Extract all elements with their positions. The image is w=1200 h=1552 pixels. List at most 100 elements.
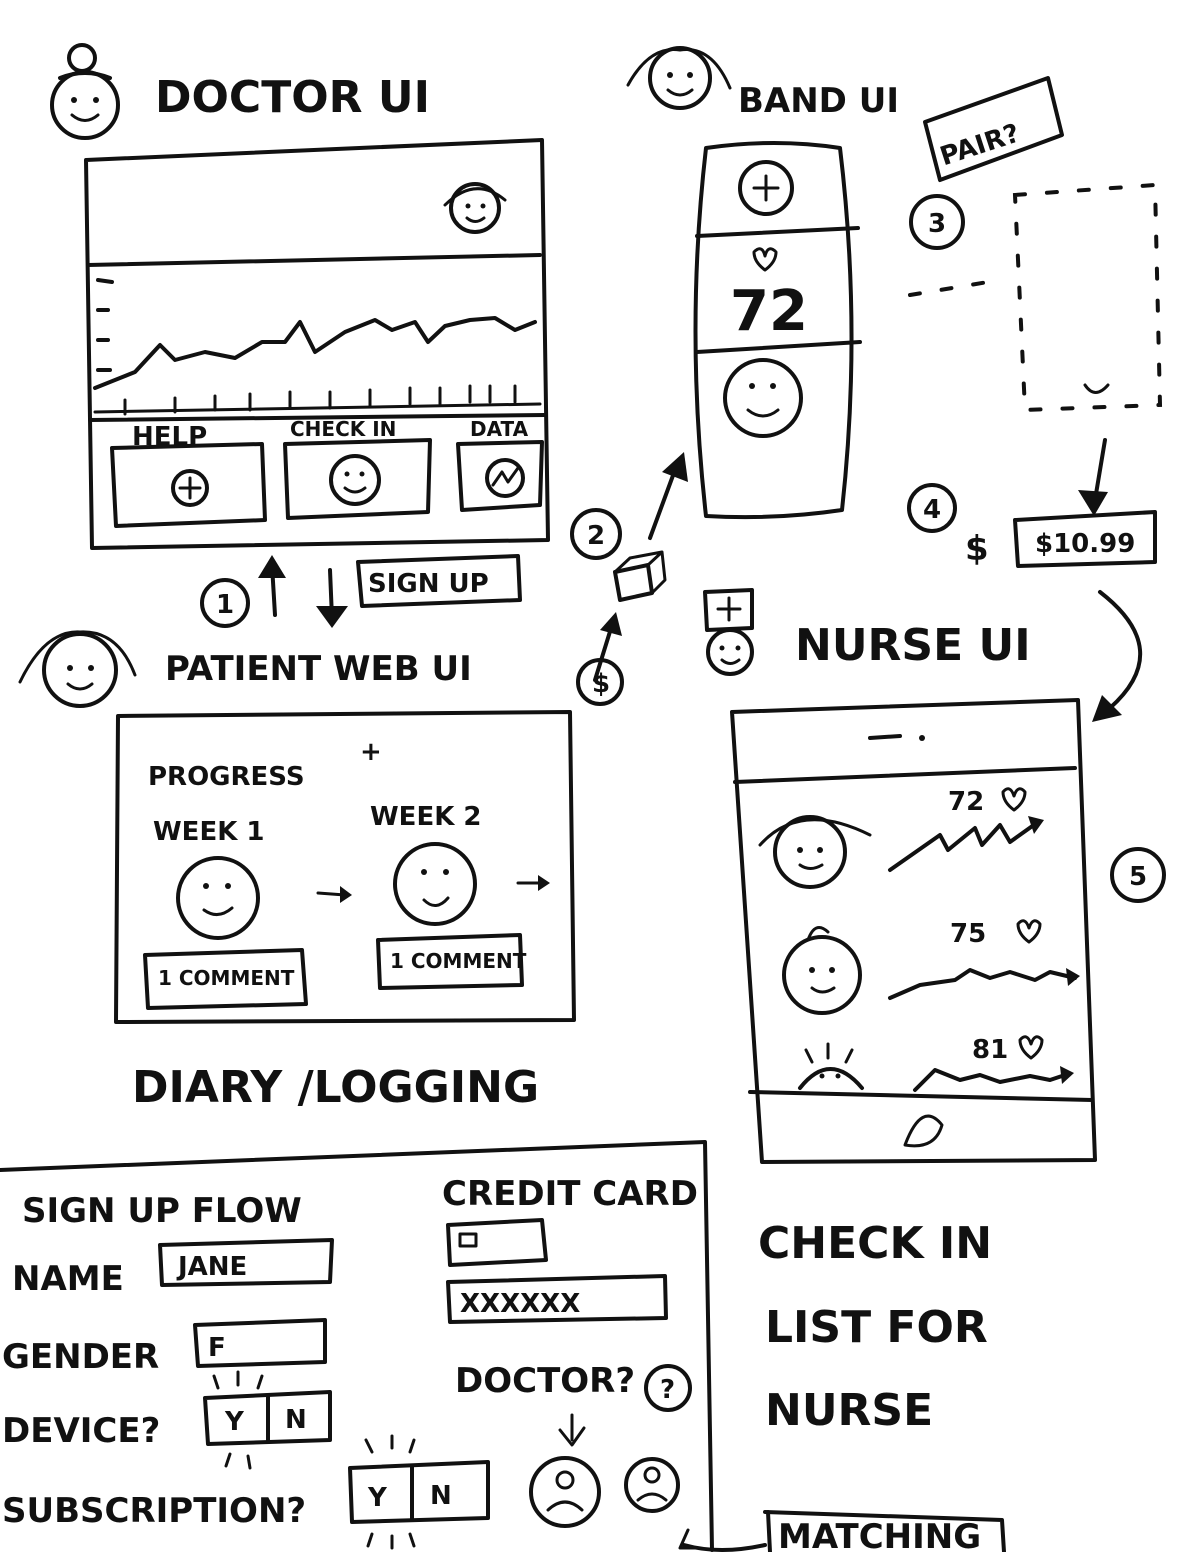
curved-arrow-to-nurse-icon	[1098, 590, 1143, 710]
patient-1-trend-line	[888, 820, 1040, 872]
doctor-data-button[interactable]: DATA	[456, 417, 544, 512]
arrow-down-icon	[558, 1413, 586, 1447]
step-5-number: 5	[1129, 862, 1147, 892]
progress-heading: PROGRESS	[148, 762, 305, 792]
device-label: DEVICE?	[2, 1411, 160, 1451]
device-yes-option[interactable]: Y	[224, 1407, 245, 1437]
gender-input[interactable]: F	[193, 1318, 327, 1368]
doctor-option-1-avatar-icon[interactable]	[529, 1456, 601, 1528]
week-2-comment-label: 1 COMMENT	[390, 949, 527, 973]
arrow-to-band-icon	[648, 468, 677, 540]
patient-1-rate: 72	[948, 787, 984, 817]
step-4-marker: 4	[907, 483, 957, 533]
step-2-marker: 2	[570, 508, 622, 560]
patient-avatar-icon	[18, 630, 137, 708]
patient-3-rate: 81	[972, 1035, 1008, 1065]
doctor-chart	[93, 278, 542, 416]
week-1-comment-button[interactable]: 1 COMMENT	[143, 948, 308, 1010]
patient-2-rate: 75	[950, 919, 986, 949]
doctor-avatar-icon	[50, 43, 120, 140]
sign-up-flow-section: SIGN UP FLOW NAME JANE GENDER F DEVICE? …	[0, 1140, 1006, 1552]
doctor-data-label: DATA	[470, 417, 529, 441]
name-input[interactable]: JANE	[158, 1238, 334, 1287]
nurse-note-line-3: NURSE	[765, 1385, 933, 1436]
gender-label: GENDER	[2, 1337, 159, 1377]
card-number-value: XXXXXX	[460, 1289, 580, 1319]
doctor-question-label: DOCTOR?	[455, 1361, 635, 1401]
band-user-avatar-icon	[626, 46, 732, 110]
week-2-comment-button[interactable]: 1 COMMENT	[376, 933, 527, 990]
step-3-marker: 3	[909, 194, 965, 250]
doctor-option-2-avatar-icon[interactable]	[624, 1457, 680, 1513]
band-device-frame	[693, 141, 862, 520]
week-1-comment-label: 1 COMMENT	[158, 966, 295, 990]
patient-web-ui-section: PATIENT WEB UI PROGRESS + WEEK 1 WEEK 2 …	[18, 630, 576, 1113]
doctor-ui-section: DOCTOR UI HELP	[50, 43, 550, 550]
patient-2-trend-line	[888, 968, 1077, 1000]
patient-3-trend-line	[913, 1068, 1070, 1092]
sign-up-label: SIGN UP	[368, 569, 489, 599]
nurse-patient-row-1[interactable]: 72	[758, 787, 1044, 889]
smiley-icon	[329, 454, 381, 506]
step-1-number: 1	[216, 590, 234, 620]
help-question-icon[interactable]: ?	[644, 1364, 692, 1412]
diary-logging-caption: DIARY /LOGGING	[132, 1062, 539, 1113]
sign-up-button[interactable]: SIGN UP	[356, 554, 522, 608]
step-3-number: 3	[928, 209, 946, 239]
device-toggle[interactable]: Y N	[203, 1370, 332, 1470]
home-button-icon[interactable]	[903, 1114, 944, 1148]
subscription-toggle[interactable]: Y N	[348, 1434, 490, 1550]
week-1-label: WEEK 1	[153, 817, 265, 847]
doctor-check-in-button[interactable]: CHECK IN	[283, 417, 432, 520]
name-label: NAME	[12, 1259, 124, 1299]
doctor-check-in-label: CHECK IN	[290, 417, 396, 441]
card-expiry-input[interactable]	[446, 1218, 548, 1267]
sign-up-flow-frame	[0, 1140, 714, 1552]
nurse-avatar-icon	[703, 588, 754, 676]
doctor-help-button[interactable]: HELP	[110, 422, 267, 528]
patient-screen-frame	[114, 710, 576, 1024]
subscription-yes-option[interactable]: Y	[367, 1483, 388, 1513]
price-tag[interactable]: $10.99	[1013, 510, 1157, 568]
band-smiley-icon[interactable]	[723, 358, 803, 438]
dollar-sign: $	[965, 529, 989, 569]
payment-dollar: $	[592, 669, 610, 699]
week-2-mood-icon[interactable]	[393, 842, 477, 926]
plus-icon	[171, 469, 209, 507]
help-question-mark: ?	[660, 1375, 675, 1405]
card-number-input[interactable]: XXXXXX	[446, 1274, 668, 1324]
patient-2-avatar-icon	[782, 926, 862, 1015]
doctor-screen-frame	[84, 138, 550, 550]
nurse-note-line-1: CHECK IN	[758, 1218, 992, 1269]
matching-label: MATCHING	[778, 1517, 981, 1552]
step-2-number: 2	[587, 521, 605, 551]
flow-connectors: 1 SIGN UP 2 $	[200, 452, 688, 706]
nurse-patient-row-3[interactable]: 81	[798, 1035, 1074, 1092]
pair-button[interactable]: PAIR?	[923, 76, 1064, 182]
step-5-marker: 5	[1110, 847, 1166, 903]
band-ui-title: BAND UI	[738, 81, 899, 121]
device-no-option[interactable]: N	[285, 1405, 307, 1435]
nurse-phone-frame	[730, 698, 1097, 1164]
subscription-label: SUBSCRIPTION?	[2, 1491, 306, 1531]
nurse-patient-row-2[interactable]: 75	[782, 919, 1080, 1015]
price-value: $10.99	[1035, 529, 1135, 559]
patient-web-ui-title: PATIENT WEB UI	[165, 649, 472, 689]
progress-plus: +	[360, 737, 382, 767]
step-4-number: 4	[923, 495, 941, 525]
pairing-phone-dotted-outline	[908, 182, 1163, 413]
band-plus-button[interactable]	[738, 160, 794, 216]
payment-marker: $	[576, 658, 624, 706]
heart-icon	[1001, 787, 1027, 812]
matching-button[interactable]: MATCHING	[763, 1510, 1006, 1552]
subscription-no-option[interactable]: N	[430, 1481, 452, 1511]
nurse-ui-title: NURSE UI	[795, 620, 1031, 671]
trend-chart-icon	[485, 458, 525, 498]
heart-icon	[752, 247, 778, 272]
credit-card-label: CREDIT CARD	[442, 1174, 698, 1214]
card-chip-icon	[458, 1232, 478, 1248]
heart-icon	[1016, 919, 1042, 944]
week-1-mood-icon[interactable]	[176, 856, 260, 940]
package-box-icon	[613, 550, 667, 602]
